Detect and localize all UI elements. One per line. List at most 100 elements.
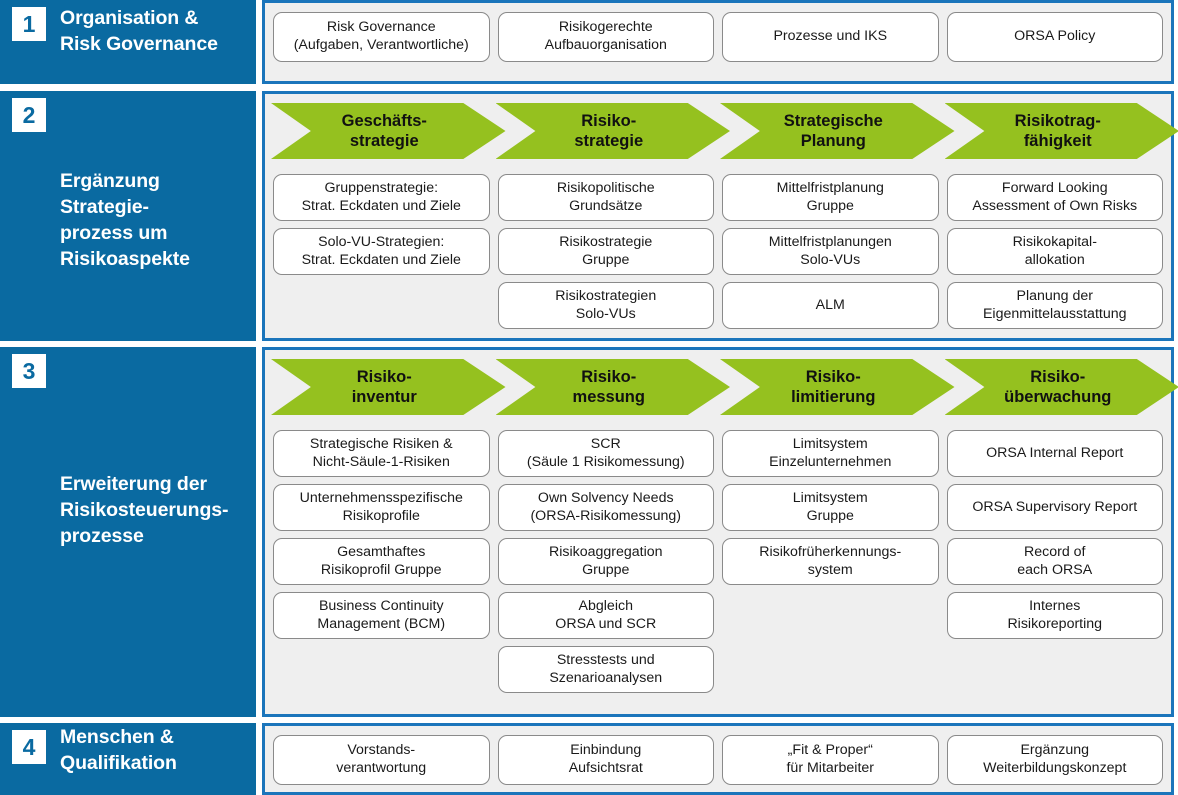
section-1-title: Organisation & Risk Governance	[60, 6, 248, 58]
list-item[interactable]: Strategische Risiken & Nicht-Säule-1-Ris…	[273, 430, 490, 477]
list-item[interactable]: Risikofrüherkennungs- system	[722, 538, 939, 585]
process-arrow[interactable]: Risiko- überwachung	[944, 359, 1178, 415]
process-arrow[interactable]: Risiko- strategie	[495, 103, 730, 159]
column-spacer	[722, 592, 939, 705]
process-arrow[interactable]: Risiko- messung	[495, 359, 730, 415]
list-item[interactable]: „Fit & Proper“ für Mitarbeiter	[722, 735, 939, 785]
list-item[interactable]: Risk Governance (Aufgaben, Verantwortlic…	[273, 12, 490, 62]
list-item[interactable]: Planung der Eigenmittelausstattung	[946, 282, 1163, 329]
list-item[interactable]: Gruppenstrategie: Strat. Eckdaten und Zi…	[273, 174, 490, 221]
section-1-column-3: Prozesse und IKS	[722, 12, 939, 72]
section-row-2: 2 Ergänzung Strategie- prozess um Risiko…	[0, 91, 1178, 341]
section-4-title-line1: Menschen &	[60, 726, 174, 748]
section-1-column-4: ORSA Policy	[946, 12, 1163, 72]
section-4-label-block: 4 Menschen & Qualifikation	[0, 723, 256, 795]
section-2-columns: Geschäfts- strategie Gruppenstrategie: S…	[267, 96, 1178, 336]
section-4-column-1: Vorstands- verantwortung	[273, 735, 490, 785]
list-item[interactable]: Risikostrategien Solo-VUs	[497, 282, 714, 329]
process-arrow[interactable]: Risiko- inventur	[271, 359, 506, 415]
list-item[interactable]: Einbindung Aufsichtsrat	[497, 735, 714, 785]
list-item[interactable]: Limitsystem Einzelunternehmen	[722, 430, 939, 477]
list-item[interactable]: Limitsystem Gruppe	[722, 484, 939, 531]
section-4-panel-inner: Vorstands- verantwortung Einbindung Aufs…	[265, 726, 1171, 792]
column-spacer	[498, 700, 715, 705]
list-item[interactable]: Mittelfristplanung Gruppe	[722, 174, 939, 221]
list-item[interactable]: SCR (Säule 1 Risikomessung)	[497, 430, 714, 477]
list-item[interactable]: Stresstests und Szenarioanalysen	[497, 646, 714, 693]
section-3-label-block: 3 Erweiterung der Risikosteuerungs- proz…	[0, 347, 256, 717]
list-item[interactable]: ORSA Supervisory Report	[946, 484, 1163, 531]
list-item[interactable]: ORSA Internal Report	[946, 430, 1163, 477]
process-arrow[interactable]: Risikotrag- fähigkeit	[944, 103, 1178, 159]
section-2-title-line2: Strategie-	[60, 195, 149, 218]
section-2-arrow-3-wrap: Strategische Planung	[720, 103, 955, 159]
section-3-columns: Risiko- inventur Strategische Risiken & …	[267, 352, 1178, 712]
list-item[interactable]: Forward Looking Assessment of Own Risks	[946, 174, 1163, 221]
list-item[interactable]: Gesamthaftes Risikoprofil Gruppe	[273, 538, 490, 585]
section-3-panel-inner: Risiko- inventur Strategische Risiken & …	[265, 350, 1178, 714]
arrow-label: Risiko- überwachung	[1004, 367, 1112, 406]
arrow-label: Strategische Planung	[783, 111, 883, 150]
list-item[interactable]: Vorstands- verantwortung	[273, 735, 490, 785]
section-1-title-line2: Risk Governance	[60, 32, 218, 55]
section-2-column-2: Risiko- strategie Risikopolitische Grund…	[495, 103, 730, 329]
process-arrow[interactable]: Risiko- limitierung	[720, 359, 955, 415]
section-1-label-block: 1 Organisation & Risk Governance	[0, 0, 256, 84]
section-3-panel: Risiko- inventur Strategische Risiken & …	[262, 347, 1178, 717]
section-4-panel: Vorstands- verantwortung Einbindung Aufs…	[262, 723, 1174, 795]
section-4-column-3: „Fit & Proper“ für Mitarbeiter	[722, 735, 939, 785]
section-row-3: 3 Erweiterung der Risikosteuerungs- proz…	[0, 347, 1178, 717]
arrow-label: Risiko- messung	[572, 367, 645, 406]
list-item[interactable]: Solo-VU-Strategien: Strat. Eckdaten und …	[273, 228, 490, 275]
section-2-column-4: Risikotrag- fähigkeit Forward Looking As…	[944, 103, 1178, 329]
section-row-1: 1 Organisation & Risk Governance Risk Go…	[0, 0, 1178, 84]
list-item[interactable]: Risikostrategie Gruppe	[497, 228, 714, 275]
section-2-column-1: Geschäfts- strategie Gruppenstrategie: S…	[271, 103, 506, 329]
list-item[interactable]: Prozesse und IKS	[722, 12, 939, 62]
arrow-label: Risiko- strategie	[574, 111, 644, 150]
process-arrow[interactable]: Geschäfts- strategie	[271, 103, 506, 159]
arrow-label: Geschäfts- strategie	[341, 111, 427, 150]
section-2-column-3: Strategische Planung Mittelfristplanung …	[720, 103, 955, 329]
list-item[interactable]: Risikoaggregation Gruppe	[497, 538, 714, 585]
list-item[interactable]: ALM	[722, 282, 939, 329]
section-4-columns: Vorstands- verantwortung Einbindung Aufs…	[267, 728, 1169, 790]
list-item[interactable]: Own Solvency Needs (ORSA-Risikomessung)	[497, 484, 714, 531]
list-item[interactable]: Ergänzung Weiterbildungskonzept	[946, 735, 1163, 785]
section-2-title-line3: prozess um	[60, 221, 168, 244]
list-item[interactable]: Unternehmensspezifische Risikoprofile	[273, 484, 490, 531]
list-item[interactable]: Mittelfristplanungen Solo-VUs	[722, 228, 939, 275]
section-3-column-4: Risiko- überwachung ORSA Internal Report…	[944, 359, 1178, 705]
section-1-panel: Risk Governance (Aufgaben, Verantwortlic…	[262, 0, 1174, 84]
arrow-label: Risiko- inventur	[351, 367, 417, 406]
list-item[interactable]: Business Continuity Management (BCM)	[273, 592, 490, 639]
section-4-title: Menschen & Qualifikation	[60, 725, 248, 777]
column-spacer	[273, 282, 490, 329]
list-item[interactable]: Record of each ORSA	[946, 538, 1163, 585]
section-2-arrow-2-wrap: Risiko- strategie	[495, 103, 730, 159]
section-row-4: 4 Menschen & Qualifikation Vorstands- ve…	[0, 723, 1178, 795]
list-item[interactable]: Abgleich ORSA und SCR	[497, 592, 714, 639]
list-item[interactable]: ORSA Policy	[946, 12, 1163, 62]
list-item[interactable]: Risikogerechte Aufbauorganisation	[497, 12, 714, 62]
list-item[interactable]: Risikopolitische Grundsätze	[497, 174, 714, 221]
arrow-label: Risiko- limitierung	[791, 367, 876, 406]
section-3-title-line1: Erweiterung der	[60, 473, 207, 495]
arrow-label: Risikotrag- fähigkeit	[1014, 111, 1101, 150]
section-2-title-line1: Ergänzung	[60, 170, 160, 192]
section-1-panel-inner: Risk Governance (Aufgaben, Verantwortlic…	[265, 3, 1171, 81]
section-4-title-line2: Qualifikation	[60, 751, 177, 774]
list-item[interactable]: Internes Risikoreporting	[946, 592, 1163, 639]
section-2-panel-inner: Geschäfts- strategie Gruppenstrategie: S…	[265, 94, 1178, 338]
list-item[interactable]: Risikokapital- allokation	[946, 228, 1163, 275]
section-3-arrow-4-wrap: Risiko- überwachung	[944, 359, 1178, 415]
section-3-title-line3: prozesse	[60, 524, 144, 547]
section-2-title-line4: Risikoaspekte	[60, 247, 190, 270]
section-3-arrow-3-wrap: Risiko- limitierung	[720, 359, 955, 415]
section-3-arrow-1-wrap: Risiko- inventur	[271, 359, 506, 415]
section-3-number: 3	[12, 354, 46, 388]
process-arrow[interactable]: Strategische Planung	[720, 103, 955, 159]
section-2-title: Ergänzung Strategie- prozess um Risikoas…	[60, 169, 248, 273]
section-2-panel: Geschäfts- strategie Gruppenstrategie: S…	[262, 91, 1178, 341]
